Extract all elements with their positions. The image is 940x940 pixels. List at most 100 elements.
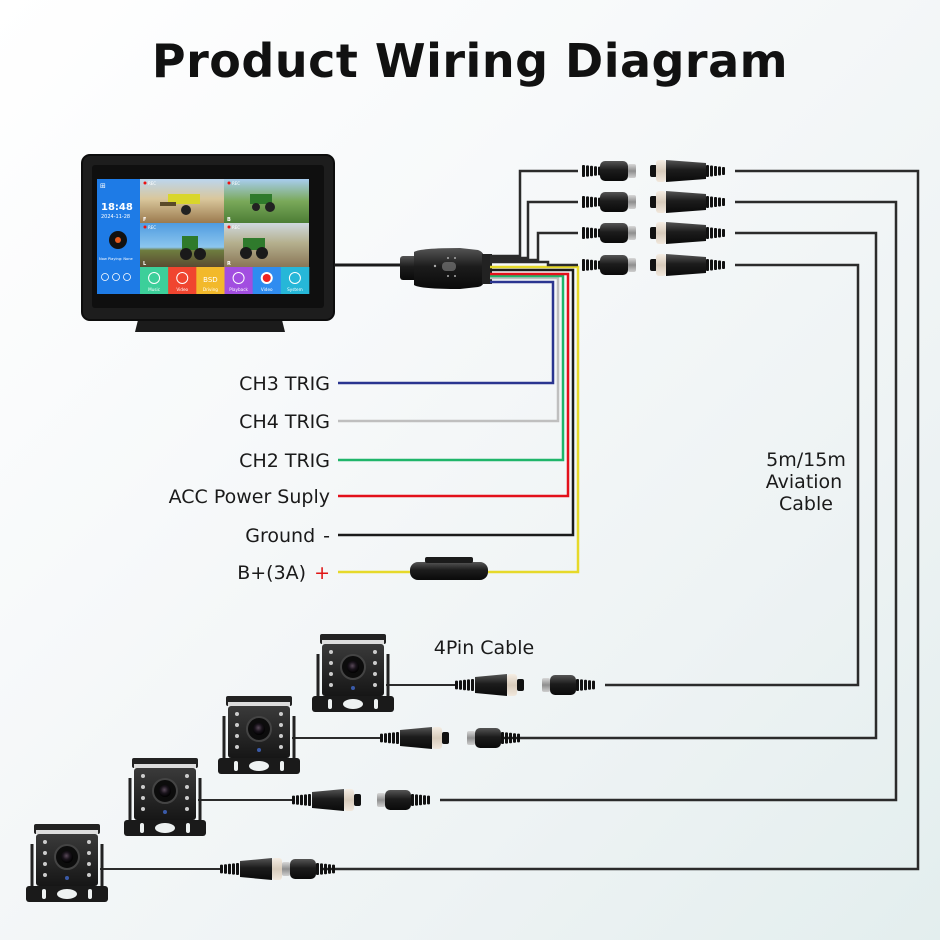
aviation-cable-length-label: 5m/15m — [766, 449, 846, 471]
ir-led-icon — [279, 723, 283, 727]
camera-connector-pair[interactable] — [220, 858, 335, 880]
aviation-extension-cable — [500, 231, 878, 740]
aviation-extension-cable — [440, 200, 898, 802]
music-note-icon — [148, 272, 161, 284]
4pin-cable-label: 4Pin Cable — [434, 637, 534, 659]
wire-ch3-trig — [338, 280, 555, 385]
menu-label: Playback — [229, 287, 248, 292]
breakout-video-lead — [490, 169, 578, 258]
wire-b-3a- — [338, 265, 580, 574]
aviation-connector-pairs — [582, 160, 725, 276]
rec-badge: REC — [148, 181, 156, 186]
rec-badge: REC — [232, 181, 240, 186]
ir-led-icon — [329, 672, 333, 676]
aviation-extension-cable — [320, 169, 920, 871]
ir-led-icon — [235, 723, 239, 727]
aviation-cable-label: Aviation — [766, 471, 842, 493]
menu-label: Video — [261, 287, 273, 292]
ir-led-icon — [329, 650, 333, 654]
ir-led-icon — [373, 672, 377, 676]
screen-menu-playback[interactable]: Playback — [224, 267, 253, 294]
camera-connector-pair[interactable] — [455, 674, 595, 696]
breakout-video-lead — [490, 231, 578, 262]
harvester-image — [168, 194, 200, 204]
female-aviation-socket — [650, 254, 725, 276]
prev-icon[interactable] — [101, 273, 109, 281]
tractor-image — [182, 236, 198, 250]
ir-led-icon — [185, 796, 189, 800]
ir-led-icon — [141, 785, 145, 789]
bsd-icon: BSD — [203, 276, 218, 284]
menu-label: Video — [176, 287, 188, 292]
ir-led-icon — [185, 785, 189, 789]
ir-led-icon — [235, 745, 239, 749]
quad-view-label: L — [143, 261, 147, 267]
male-aviation-plug — [467, 728, 520, 748]
rec-dot-icon — [143, 181, 147, 185]
backup-camera — [124, 758, 430, 836]
camera-view-right[interactable] — [224, 223, 309, 267]
quad-view-label: F — [143, 217, 146, 223]
aviation-connector-pair[interactable] — [582, 222, 725, 244]
page-title: Product Wiring Diagram — [151, 34, 789, 88]
female-aviation-socket — [220, 858, 289, 880]
monitor: ⊞ 18:48 2024-11-28 Now Playing: None — [81, 154, 402, 332]
quad-view-label: R — [227, 261, 231, 267]
wire-label: CH3 TRIG — [239, 373, 330, 395]
camera-connector-pair[interactable] — [292, 789, 430, 811]
ir-led-icon — [43, 873, 47, 877]
ir-led-icon — [141, 774, 145, 778]
ir-led-icon — [87, 873, 91, 877]
male-aviation-plug — [582, 161, 636, 181]
inline-fuse-holder — [410, 557, 488, 580]
ir-led-icon — [141, 796, 145, 800]
video-play-icon — [176, 272, 189, 284]
camera-connector-pair[interactable] — [380, 727, 520, 749]
ir-led-icon — [141, 807, 145, 811]
tractor-image — [243, 238, 265, 250]
screen-menu-system[interactable]: System — [280, 267, 310, 294]
breakout-connector — [400, 248, 492, 289]
wire-label: ACC Power Suply — [169, 486, 330, 508]
wire-ch4-trig — [338, 276, 560, 423]
monitor-screen: ⊞ 18:48 2024-11-28 Now Playing: None — [97, 179, 310, 294]
ir-led-icon — [87, 840, 91, 844]
male-aviation-plug — [582, 192, 636, 212]
screen-clock: 18:48 — [101, 202, 133, 213]
ir-led-icon — [279, 712, 283, 716]
backup-camera — [312, 634, 595, 712]
breakout-video-lead — [490, 200, 578, 260]
ir-led-icon — [279, 734, 283, 738]
male-aviation-plug — [377, 790, 430, 810]
svg-text:BSD: BSD — [203, 276, 218, 284]
app-grid-icon: ⊞ — [100, 182, 106, 190]
quad-view-label: B — [227, 217, 231, 223]
play-icon[interactable] — [112, 273, 120, 281]
ir-led-icon — [235, 734, 239, 738]
now-playing-text: Now Playing: None — [99, 257, 134, 261]
aviation-connector-pair[interactable] — [582, 191, 725, 213]
wire-label: CH4 TRIG — [239, 411, 330, 433]
male-aviation-plug — [542, 675, 595, 695]
aviation-connector-pair[interactable] — [582, 160, 725, 182]
male-aviation-plug — [582, 223, 636, 243]
wire-label: Ground- — [245, 525, 330, 547]
wire-ground — [338, 268, 575, 537]
wire-acc-power-suply — [338, 272, 570, 498]
screen-menu-video[interactable]: Video — [252, 267, 282, 294]
aviation-cable-label-2: Cable — [779, 493, 833, 515]
female-aviation-socket — [455, 674, 524, 696]
aviation-connector-pair[interactable] — [582, 254, 725, 276]
screen-menu-video[interactable]: Video — [168, 267, 197, 294]
breakout-video-lead — [490, 260, 578, 267]
aviation-extension-cable — [605, 263, 860, 687]
power-trigger-wires — [338, 265, 580, 574]
screen-menu-music[interactable]: Music — [140, 267, 169, 294]
next-icon[interactable] — [123, 273, 131, 281]
rec-badge: REC — [232, 225, 240, 230]
female-aviation-socket — [650, 160, 725, 182]
ir-led-icon — [373, 661, 377, 665]
male-aviation-plug — [282, 859, 335, 879]
